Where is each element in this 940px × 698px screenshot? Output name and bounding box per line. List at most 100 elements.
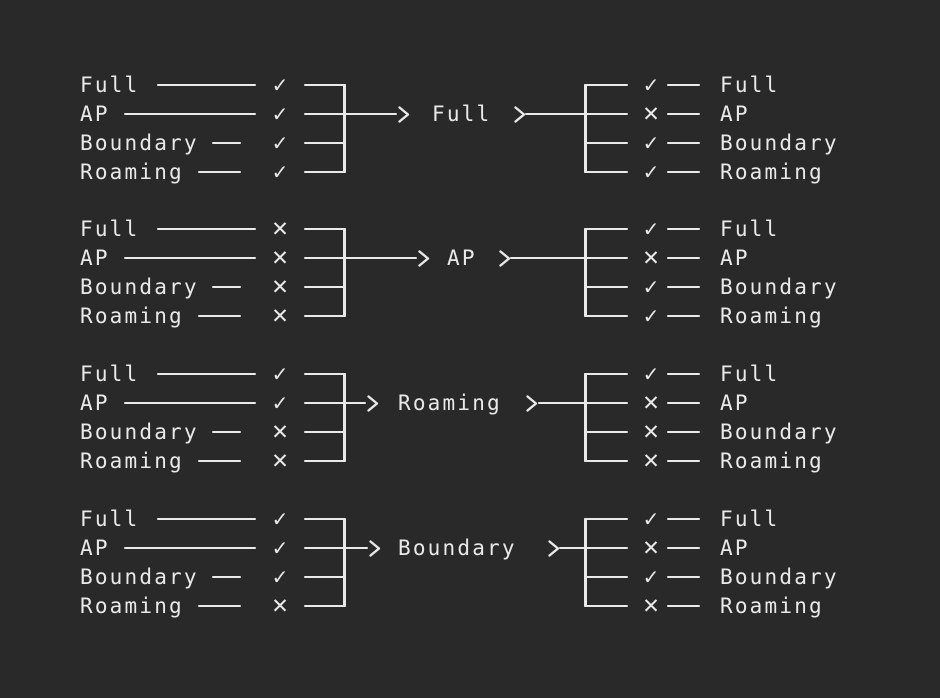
label-connector-line [667,285,700,289]
merge-bracket-line [343,372,346,463]
arrow-head-icon [417,249,431,272]
merge-bracket-line [343,227,346,318]
merge-connector-line [304,170,346,174]
label-connector-line [667,83,700,87]
label-connector-line [212,430,241,434]
merge-connector-line [304,141,346,145]
arrow-shaft-line [510,256,587,260]
input-state-label: Boundary [80,131,199,155]
arrow-head-icon [513,105,527,128]
merge-connector-line [304,546,346,550]
label-connector-line [157,372,256,376]
cross-icon: ✕ [271,304,289,328]
merge-connector-line [304,372,346,376]
arrow-head-icon [366,394,380,417]
cross-icon: ✕ [642,594,660,618]
check-icon: ✓ [271,565,289,589]
check-icon: ✓ [271,362,289,386]
fanout-connector-line [584,112,628,116]
input-state-label: Full [80,507,140,531]
output-state-label: Full [720,362,780,386]
check-icon: ✓ [642,304,660,328]
label-connector-line [198,170,241,174]
check-icon: ✓ [271,160,289,184]
cross-icon: ✕ [271,275,289,299]
input-state-label: Roaming [80,594,184,618]
arrow-head-icon [368,539,382,562]
fanout-connector-line [584,372,628,376]
arrow-head-icon [397,105,411,128]
merge-connector-line [304,256,346,260]
check-icon: ✓ [642,362,660,386]
check-icon: ✓ [271,507,289,531]
cross-icon: ✕ [642,391,660,415]
label-connector-line [667,517,700,521]
fanout-connector-line [584,430,628,434]
fanout-bracket-line [584,372,587,463]
fanout-connector-line [584,517,628,521]
merge-connector-line [304,83,346,87]
input-state-label: Roaming [80,449,184,473]
label-connector-line [124,401,256,405]
label-connector-line [667,112,700,116]
label-connector-line [212,141,241,145]
fanout-connector-line [584,285,628,289]
check-icon: ✓ [642,565,660,589]
merge-connector-line [304,517,346,521]
input-state-label: Full [80,217,140,241]
check-icon: ✓ [642,131,660,155]
output-state-label: Full [720,73,780,97]
arrow-shaft-line [343,112,397,116]
state-node-label: Roaming [398,391,502,415]
arrow-shaft-line [559,546,587,550]
input-state-label: Boundary [80,275,199,299]
fanout-bracket-line [584,83,587,174]
label-connector-line [157,227,256,231]
fanout-connector-line [584,314,628,318]
fanout-connector-line [584,401,628,405]
arrow-shaft-line [343,256,417,260]
arrow-head-icon [498,249,512,272]
merge-connector-line [304,227,346,231]
label-connector-line [667,430,700,434]
cross-icon: ✕ [642,536,660,560]
label-connector-line [212,575,241,579]
merge-connector-line [304,401,346,405]
output-state-label: Boundary [720,131,839,155]
label-connector-line [667,604,700,608]
input-state-label: Full [80,73,140,97]
label-connector-line [667,314,700,318]
check-icon: ✓ [271,391,289,415]
cross-icon: ✕ [642,246,660,270]
label-connector-line [212,285,241,289]
label-connector-line [667,170,700,174]
fanout-connector-line [584,546,628,550]
state-node-label: AP [447,246,477,270]
fanout-connector-line [584,604,628,608]
cross-icon: ✕ [642,449,660,473]
merge-connector-line [304,430,346,434]
arrow-shaft-line [343,401,366,405]
output-state-label: AP [720,246,750,270]
cross-icon: ✕ [271,246,289,270]
merge-connector-line [304,604,346,608]
output-state-label: AP [720,102,750,126]
merge-bracket-line [343,517,346,608]
label-connector-line [124,546,256,550]
merge-bracket-line [343,83,346,174]
input-state-label: AP [80,102,110,126]
label-connector-line [124,256,256,260]
label-connector-line [667,256,700,260]
output-state-label: Roaming [720,160,824,184]
cross-icon: ✕ [271,449,289,473]
output-state-label: Boundary [720,275,839,299]
check-icon: ✓ [271,73,289,97]
label-connector-line [667,401,700,405]
input-state-label: Boundary [80,565,199,589]
state-node-label: Boundary [398,536,517,560]
label-connector-line [667,227,700,231]
fanout-connector-line [584,256,628,260]
label-connector-line [198,459,241,463]
cross-icon: ✕ [271,594,289,618]
